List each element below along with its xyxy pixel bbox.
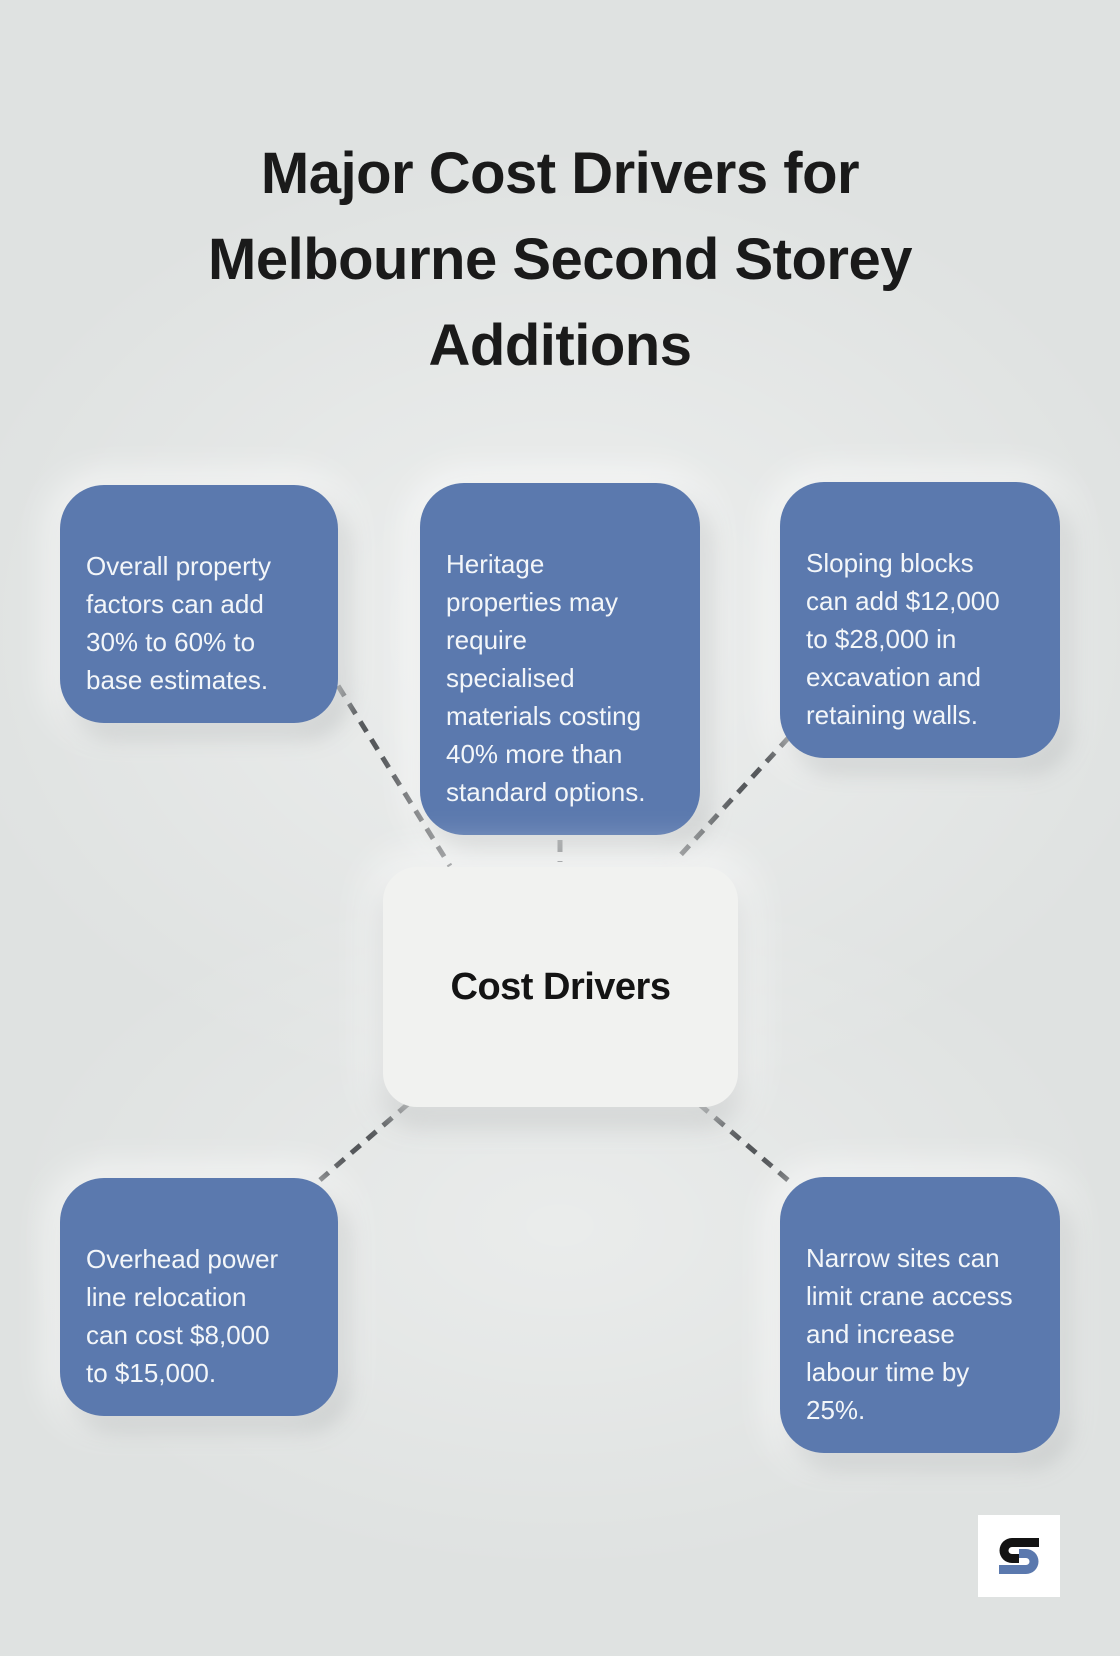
node-narrow-sites: Narrow sites can limit crane access and … <box>780 1177 1060 1453</box>
brand-logo <box>978 1515 1060 1597</box>
page-title-line-2: Melbourne Second Storey <box>208 226 912 292</box>
connector-bottom-left <box>318 1102 410 1182</box>
node-sloping-blocks: Sloping blocks can add $12,000 to $28,00… <box>780 482 1060 758</box>
center-node-cost-drivers: Cost Drivers <box>383 867 738 1107</box>
page-title-line-3: Additions <box>428 312 692 378</box>
page-title-line-1: Major Cost Drivers for <box>260 140 860 206</box>
node-heritage-properties: Heritage properties may require speciali… <box>420 483 700 835</box>
node-narrow-sites-text: Narrow sites can limit crane access and … <box>806 1243 1013 1425</box>
connector-bottom-right <box>697 1102 791 1183</box>
brand-logo-icon <box>999 1538 1039 1574</box>
node-heritage-properties-text: Heritage properties may require speciali… <box>446 549 646 807</box>
center-node-label: Cost Drivers <box>450 965 671 1008</box>
node-overall-property-factors-text: Overall property factors can add 30% to … <box>86 551 271 695</box>
page-title: Major Cost Drivers for Melbourne Second … <box>0 131 1120 389</box>
node-overhead-power-lines: Overhead power line relocation can cost … <box>60 1178 338 1416</box>
node-overhead-power-lines-text: Overhead power line relocation can cost … <box>86 1244 279 1388</box>
node-overall-property-factors: Overall property factors can add 30% to … <box>60 485 338 723</box>
node-sloping-blocks-text: Sloping blocks can add $12,000 to $28,00… <box>806 548 1000 730</box>
